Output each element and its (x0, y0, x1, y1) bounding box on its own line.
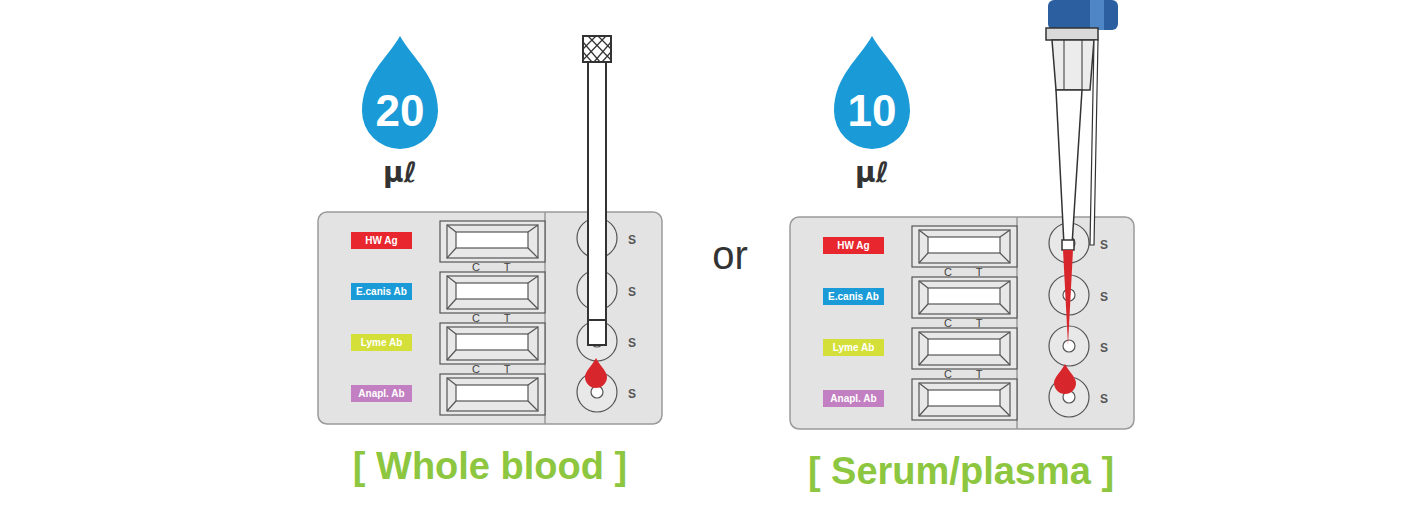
well-mark: S (1100, 392, 1108, 406)
test-label: E.canis Ab (823, 288, 884, 305)
test-label: Anapl. Ab (351, 385, 412, 402)
strip-mark: T (504, 261, 511, 273)
test-name: HW Ag (837, 240, 869, 252)
strip-mark: C (472, 312, 480, 324)
strip-mark: C (472, 363, 480, 375)
test-label: Lyme Ab (823, 339, 884, 356)
strip-mark: T (504, 363, 511, 375)
test-name: Lyme Ab (833, 342, 875, 354)
test-label: HW Ag (823, 237, 884, 254)
well-mark: S (628, 387, 636, 401)
blood-drop (1054, 364, 1076, 394)
test-label: E.canis Ab (351, 283, 412, 300)
test-cassette (790, 217, 1134, 429)
strip-mark: T (976, 317, 983, 329)
strip-mark: C (944, 266, 952, 278)
well-mark: S (628, 336, 636, 350)
test-label: Anapl. Ab (823, 390, 884, 407)
test-cassette: [ Serum/plasma ]HW AgE.canis AbLyme AbAn… (790, 217, 1132, 429)
test-name: Anapl. Ab (830, 393, 876, 405)
sample-caption: [ Serum/plasma ] (808, 449, 1114, 493)
volume-number: 20 (360, 86, 440, 136)
strip-mark: C (944, 368, 952, 380)
or-word: or (712, 233, 748, 278)
test-name: HW Ag (365, 235, 397, 247)
test-name: E.canis Ab (828, 291, 879, 303)
well-mark: S (1100, 290, 1108, 304)
strip-mark: T (976, 368, 983, 380)
test-label: HW Ag (351, 232, 412, 249)
strip-mark: C (944, 317, 952, 329)
test-cassette: [ Whole blood ]HW AgE.canis AbLyme AbAna… (318, 212, 662, 424)
volume-drop: 10 μℓ (832, 36, 912, 196)
well-mark: S (628, 233, 636, 247)
well-mark: S (1100, 238, 1108, 252)
volume-drop: 20 μℓ (360, 36, 440, 196)
strip-mark: T (504, 312, 511, 324)
volume-unit: μℓ (832, 156, 912, 190)
test-name: Anapl. Ab (358, 388, 404, 400)
volume-number: 10 (832, 86, 912, 136)
capillary-tube (583, 36, 611, 345)
pipette (1046, 0, 1118, 345)
well-mark: S (1100, 341, 1108, 355)
strip-mark: C (472, 261, 480, 273)
test-name: E.canis Ab (356, 286, 407, 298)
sample-caption: [ Whole blood ] (353, 444, 627, 488)
test-label: Lyme Ab (351, 334, 412, 351)
test-name: Lyme Ab (361, 337, 403, 349)
test-cassette (318, 212, 662, 424)
volume-unit: μℓ (360, 156, 440, 190)
strip-mark: T (976, 266, 983, 278)
well-mark: S (628, 285, 636, 299)
blood-drop (585, 358, 607, 388)
